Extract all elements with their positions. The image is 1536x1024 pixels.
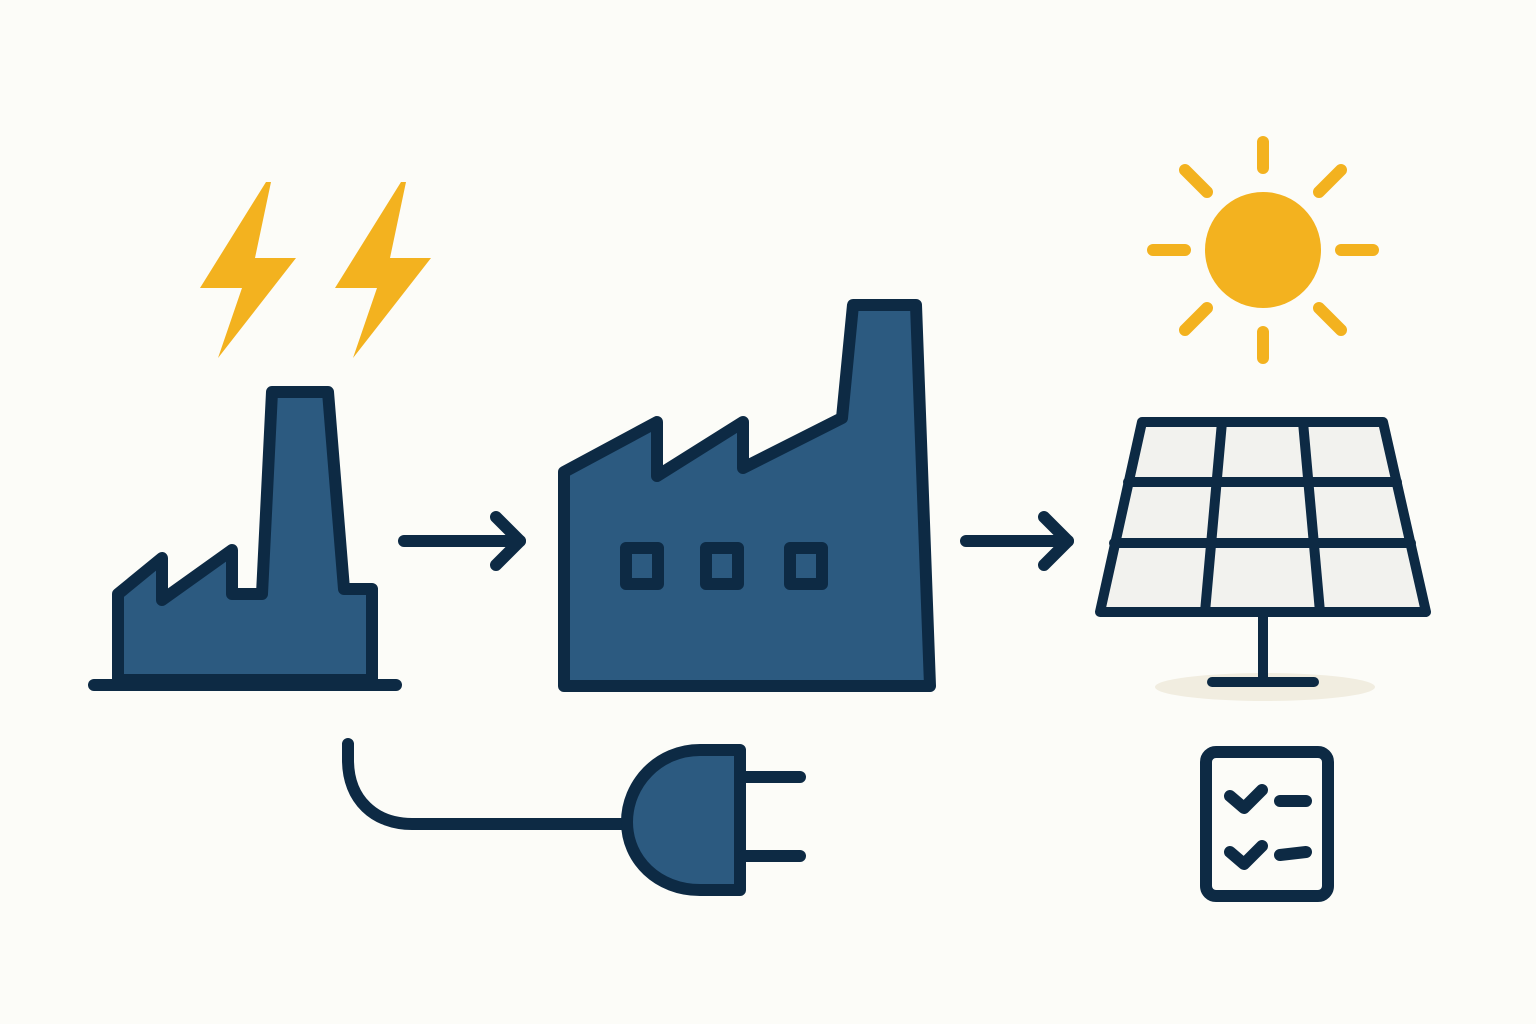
lightning-bolt-icon [335, 182, 431, 358]
factory-icon [558, 299, 936, 692]
check-mark-icon [1224, 840, 1268, 870]
arrow-right-icon [960, 511, 1074, 571]
sun-icon [1147, 136, 1379, 364]
lightning-bolts-group [200, 182, 431, 358]
check-mark-icon [1224, 784, 1268, 814]
factory-window [620, 542, 664, 590]
checklist-icon [1200, 746, 1334, 902]
power-plant-icon [88, 386, 402, 691]
solar-panel-icon [1095, 417, 1431, 701]
electric-plug-icon [342, 738, 806, 896]
plug-cable [342, 738, 634, 830]
checklist-line [1274, 846, 1312, 861]
arrow-right-icon [398, 511, 526, 571]
lightning-bolt-icon [200, 182, 296, 358]
plug-body [621, 744, 746, 896]
factory-window [784, 542, 828, 590]
factory-window [700, 542, 744, 590]
